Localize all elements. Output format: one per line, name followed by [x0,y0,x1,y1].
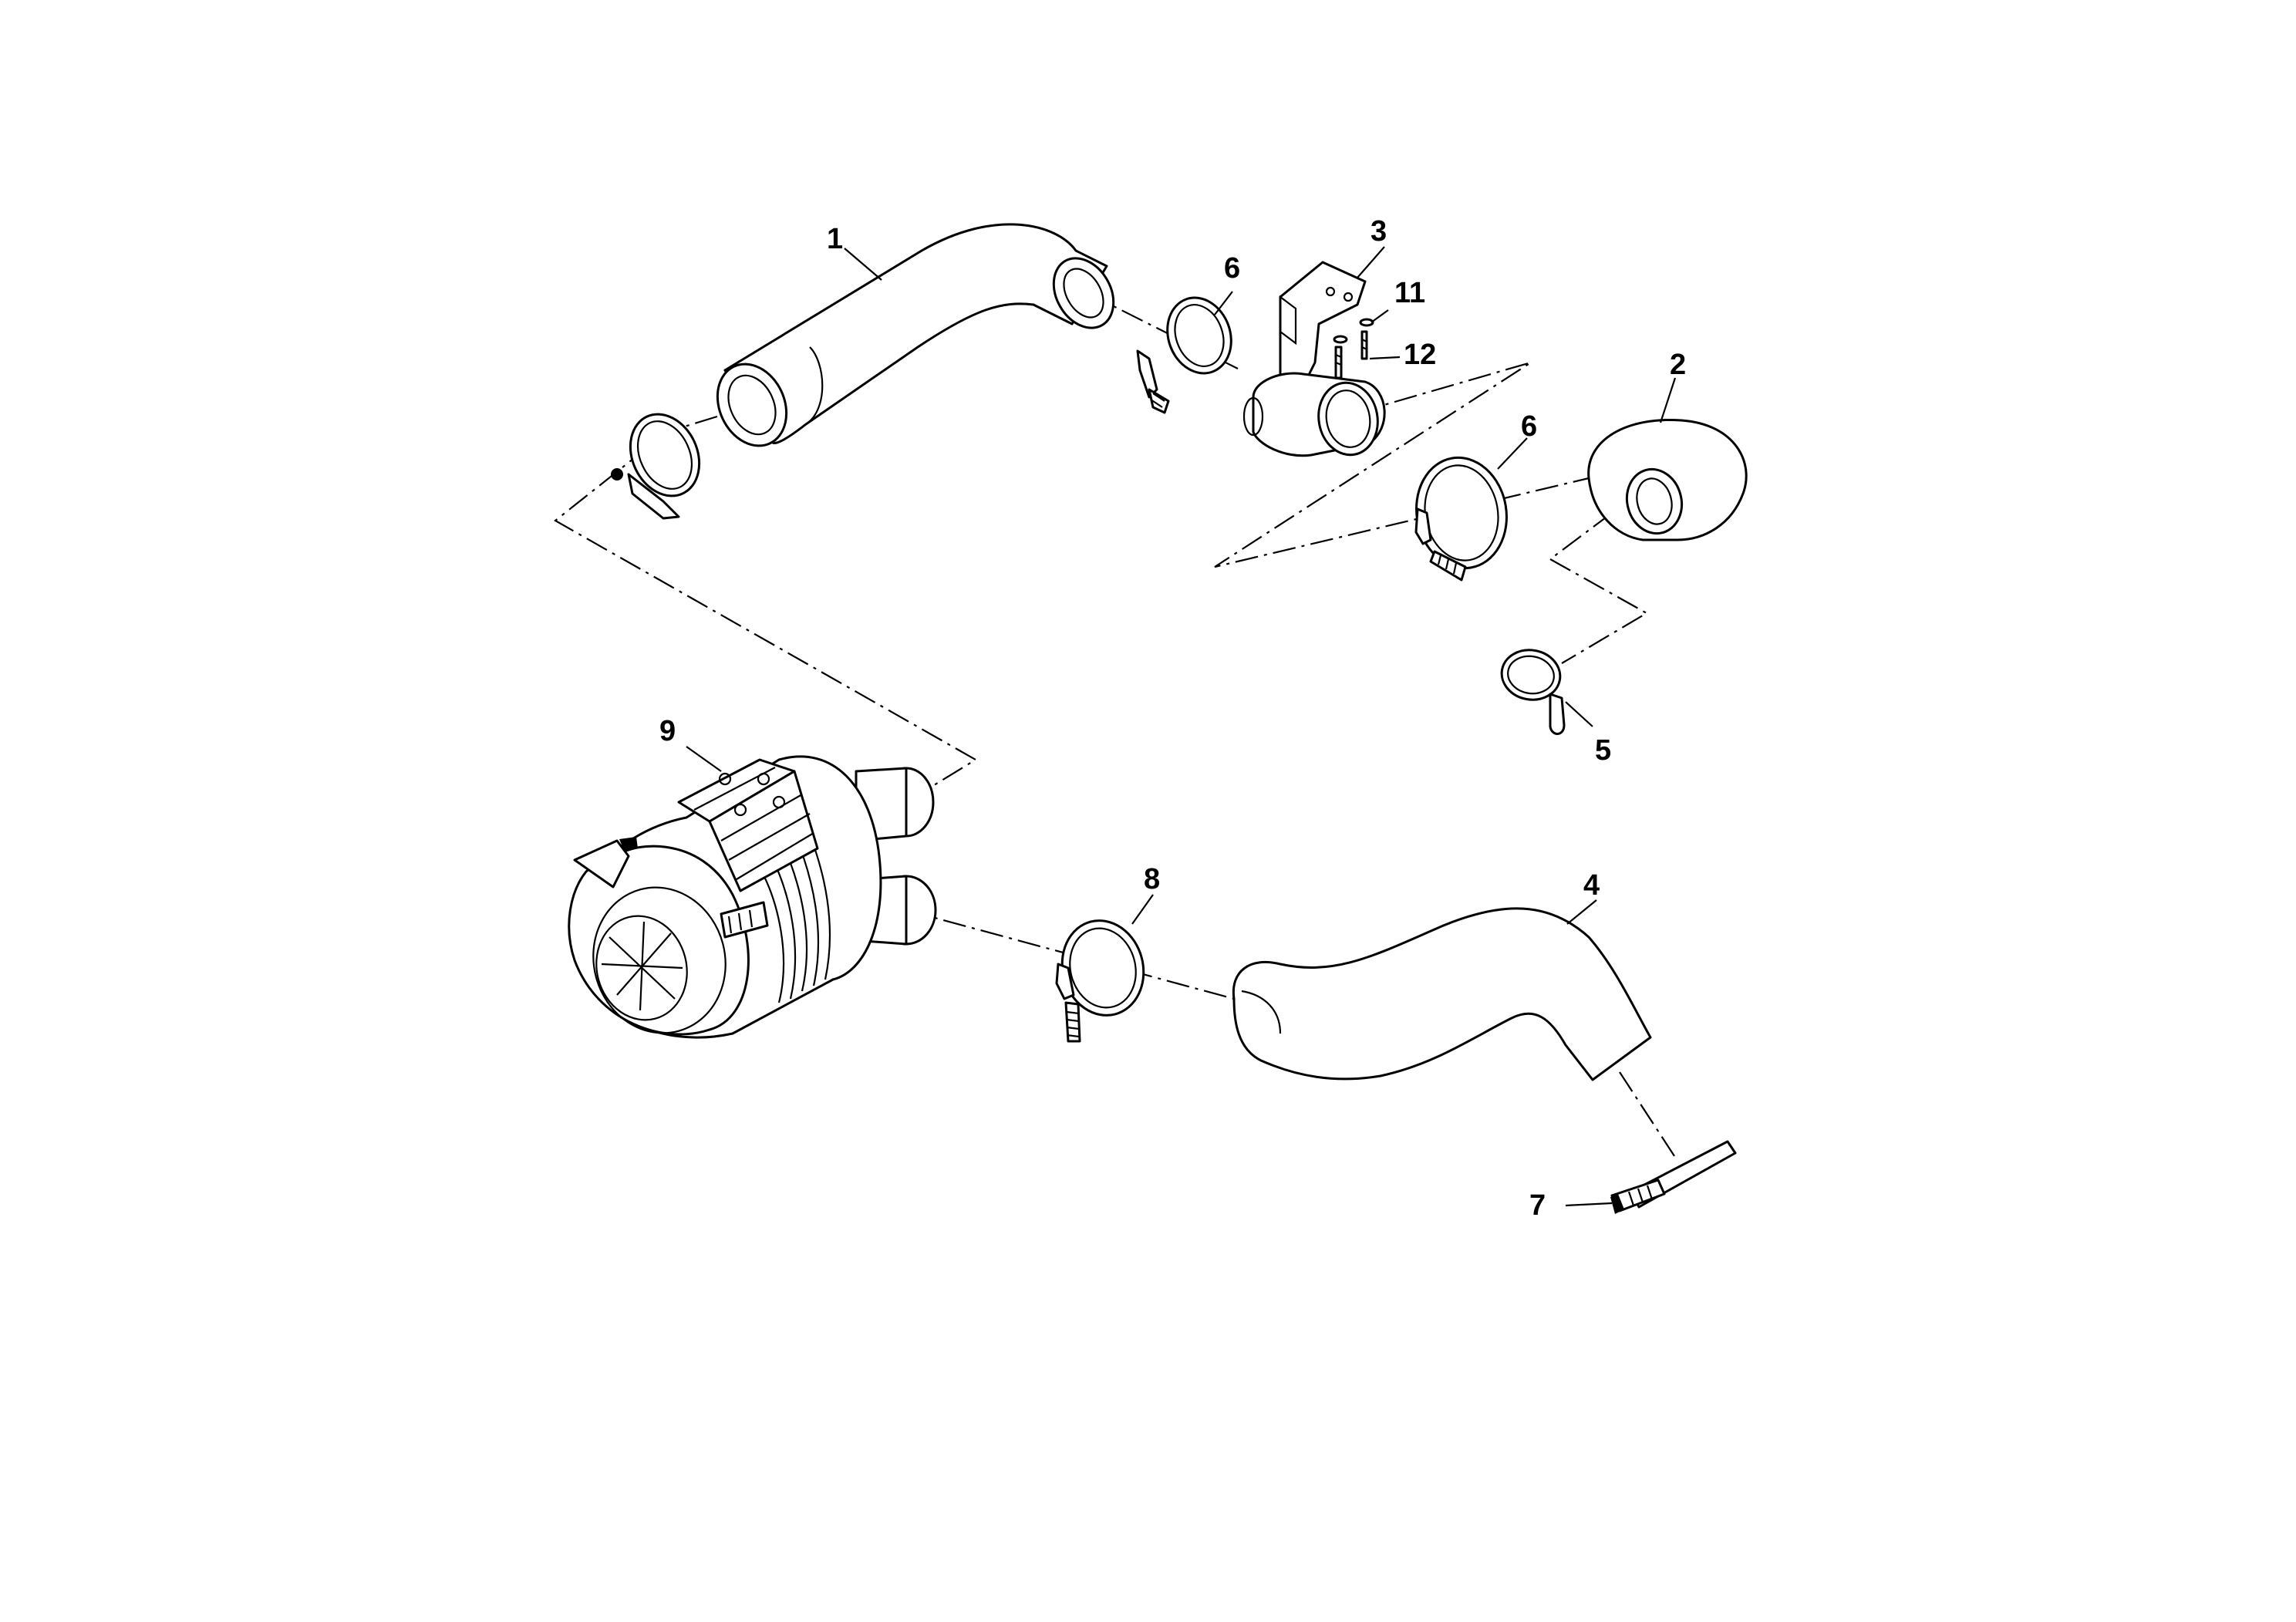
callout-4: 4 [1583,869,1600,902]
part-3-bracket-elbow[interactable] [1242,261,1386,460]
part-8-hose-clamp[interactable] [1052,912,1155,1043]
alignment-lines [554,292,1678,1162]
part-6-hose-clamp-lower[interactable] [1408,450,1515,582]
part-5-small-clamp[interactable] [1498,646,1566,735]
part-7-fitting[interactable] [1610,1140,1737,1214]
callout-9: 9 [659,715,676,747]
callout-11: 11 [1394,277,1425,309]
part-9-air-filter[interactable] [568,755,937,1048]
part-4-lower-hose[interactable] [1232,907,1652,1081]
callout-6-upper: 6 [1224,252,1240,285]
callout-labels: 1 6 3 11 12 2 6 5 9 8 4 7 [659,215,1686,1222]
callout-3: 3 [1371,215,1387,248]
hose-clamp-upper-left[interactable] [611,403,712,520]
callout-12: 12 [1404,339,1436,371]
callout-1: 1 [827,223,843,255]
part-6-hose-clamp-upper[interactable] [1136,288,1242,414]
callout-6-lower: 6 [1521,410,1537,443]
part-2-elbow-hose[interactable] [1587,418,1748,541]
callout-5: 5 [1595,734,1611,767]
callout-leaders [686,246,1677,1207]
part-12-bolt[interactable] [1334,330,1368,379]
part-1-upper-hose[interactable] [705,223,1126,457]
callout-7: 7 [1529,1189,1546,1222]
part-11-washer[interactable] [1333,318,1374,344]
callout-2: 2 [1670,349,1686,381]
callout-8: 8 [1144,863,1160,895]
